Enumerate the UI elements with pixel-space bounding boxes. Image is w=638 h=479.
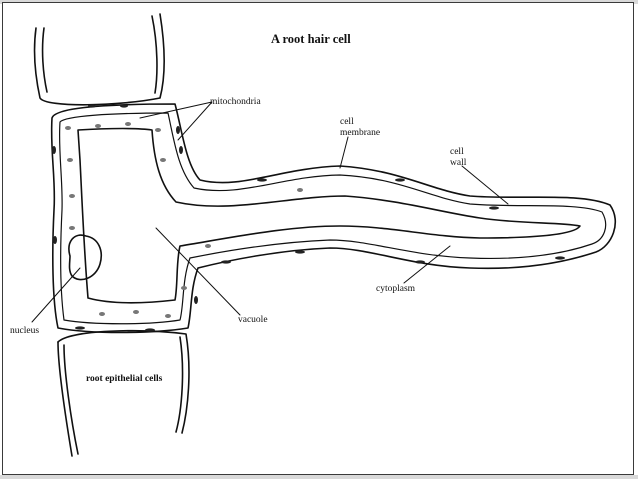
label-cell-wall-line2: wall (450, 158, 467, 168)
mitochondria-marks (52, 104, 565, 332)
root-hair-cell-wall (50, 103, 616, 334)
lower-epithelial-cell (57, 341, 79, 457)
vacuole (77, 127, 581, 304)
label-cell-membrane-line2: membrane (340, 128, 380, 138)
diagram-frame (2, 2, 634, 475)
upper-epithelial-cell (33, 13, 165, 106)
cell-membrane (58, 112, 607, 325)
label-root-epithelial-cells: root epithelial cells (86, 374, 163, 384)
label-cell-membrane-line1: cell (340, 117, 354, 127)
diagram-title: A root hair cell (271, 32, 351, 46)
label-nucleus: nucleus (10, 326, 39, 336)
label-cell-wall-line1: cell (450, 147, 464, 157)
label-vacuole: vacuole (238, 315, 268, 325)
label-mitochondria: mitochondria (210, 97, 261, 107)
nucleus (68, 234, 102, 281)
cytoplasm-dots (65, 122, 303, 318)
label-cytoplasm: cytoplasm (376, 284, 416, 294)
